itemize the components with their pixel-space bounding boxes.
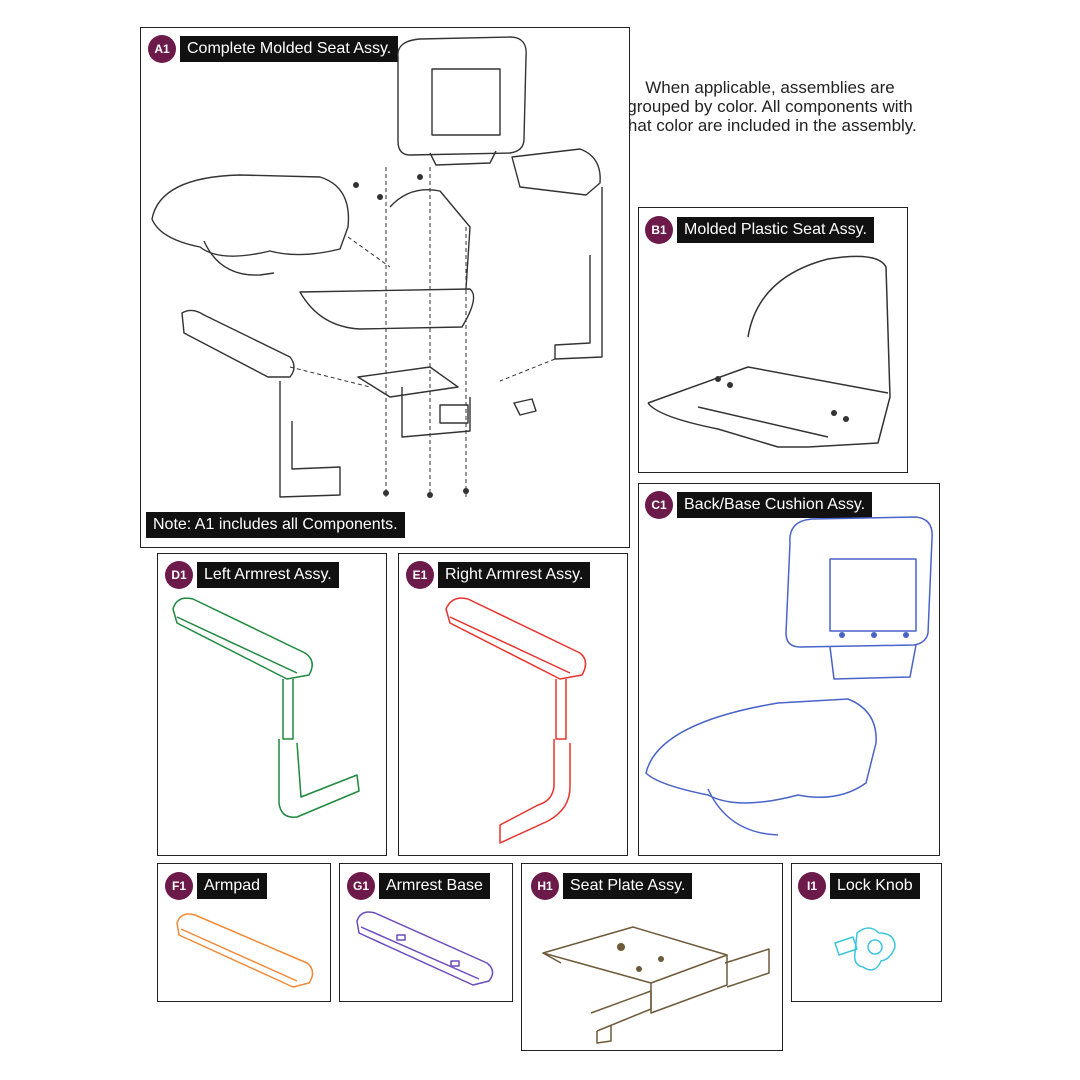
label-f1: F1 Armpad bbox=[165, 872, 268, 900]
badge-f1: F1 bbox=[165, 872, 193, 900]
label-a1: A1 Complete Molded Seat Assy. bbox=[148, 35, 399, 63]
seat-plate bbox=[357, 366, 459, 398]
badge-i1: I1 bbox=[798, 872, 826, 900]
note-a1: Note: A1 includes all Components. bbox=[146, 512, 405, 538]
badge-b1: B1 bbox=[645, 216, 673, 244]
title-h1: Seat Plate Assy. bbox=[563, 873, 693, 899]
exploded-seat-diagram bbox=[151, 36, 603, 498]
lock-knob-diagram bbox=[834, 927, 896, 971]
panel-e1-right-armrest bbox=[398, 553, 628, 856]
label-e1: E1 Right Armrest Assy. bbox=[406, 561, 591, 589]
panel-d1-left-armrest bbox=[157, 553, 387, 856]
armpad-diagram bbox=[176, 913, 314, 988]
title-b1: Molded Plastic Seat Assy. bbox=[677, 217, 874, 243]
badge-a1: A1 bbox=[148, 35, 176, 63]
panel-c1-cushion bbox=[638, 483, 940, 856]
cushion-diagram bbox=[645, 516, 933, 836]
backrest-cushion bbox=[397, 36, 527, 156]
armrest-base-diagram bbox=[356, 911, 494, 986]
badge-g1: G1 bbox=[347, 872, 375, 900]
left-armrest bbox=[181, 309, 295, 378]
title-f1: Armpad bbox=[197, 873, 268, 899]
label-i1: I1 Lock Knob bbox=[798, 872, 920, 900]
panel-a1-complete-seat bbox=[140, 27, 630, 548]
seat-shell bbox=[299, 288, 475, 330]
note-a1-text: Note: A1 includes all Components. bbox=[146, 512, 405, 538]
label-c1: C1 Back/Base Cushion Assy. bbox=[645, 491, 873, 519]
label-g1: G1 Armrest Base bbox=[347, 872, 490, 900]
label-h1: H1 Seat Plate Assy. bbox=[531, 872, 693, 900]
badge-d1: D1 bbox=[165, 561, 193, 589]
title-d1: Left Armrest Assy. bbox=[197, 562, 339, 588]
back-cushion bbox=[785, 516, 933, 648]
title-i1: Lock Knob bbox=[830, 873, 920, 899]
seat-cushion-blue bbox=[645, 698, 877, 804]
plastic-seat-diagram bbox=[647, 255, 891, 448]
title-g1: Armrest Base bbox=[379, 873, 490, 899]
title-a1: Complete Molded Seat Assy. bbox=[180, 36, 399, 62]
title-c1: Back/Base Cushion Assy. bbox=[677, 492, 873, 518]
seat-cushion bbox=[151, 174, 350, 257]
title-e1: Right Armrest Assy. bbox=[438, 562, 591, 588]
left-armrest-diagram bbox=[172, 597, 360, 818]
intro-note: When applicable, assemblies are grouped … bbox=[623, 78, 917, 135]
badge-e1: E1 bbox=[406, 561, 434, 589]
badge-h1: H1 bbox=[531, 872, 559, 900]
seat-plate-diagram bbox=[542, 926, 770, 1044]
label-b1: B1 Molded Plastic Seat Assy. bbox=[645, 216, 874, 244]
right-armrest-diagram bbox=[445, 597, 587, 844]
panel-b1-plastic-seat bbox=[638, 207, 908, 473]
right-armrest bbox=[511, 148, 601, 196]
label-d1: D1 Left Armrest Assy. bbox=[165, 561, 339, 589]
badge-c1: C1 bbox=[645, 491, 673, 519]
knob-part bbox=[513, 398, 537, 416]
